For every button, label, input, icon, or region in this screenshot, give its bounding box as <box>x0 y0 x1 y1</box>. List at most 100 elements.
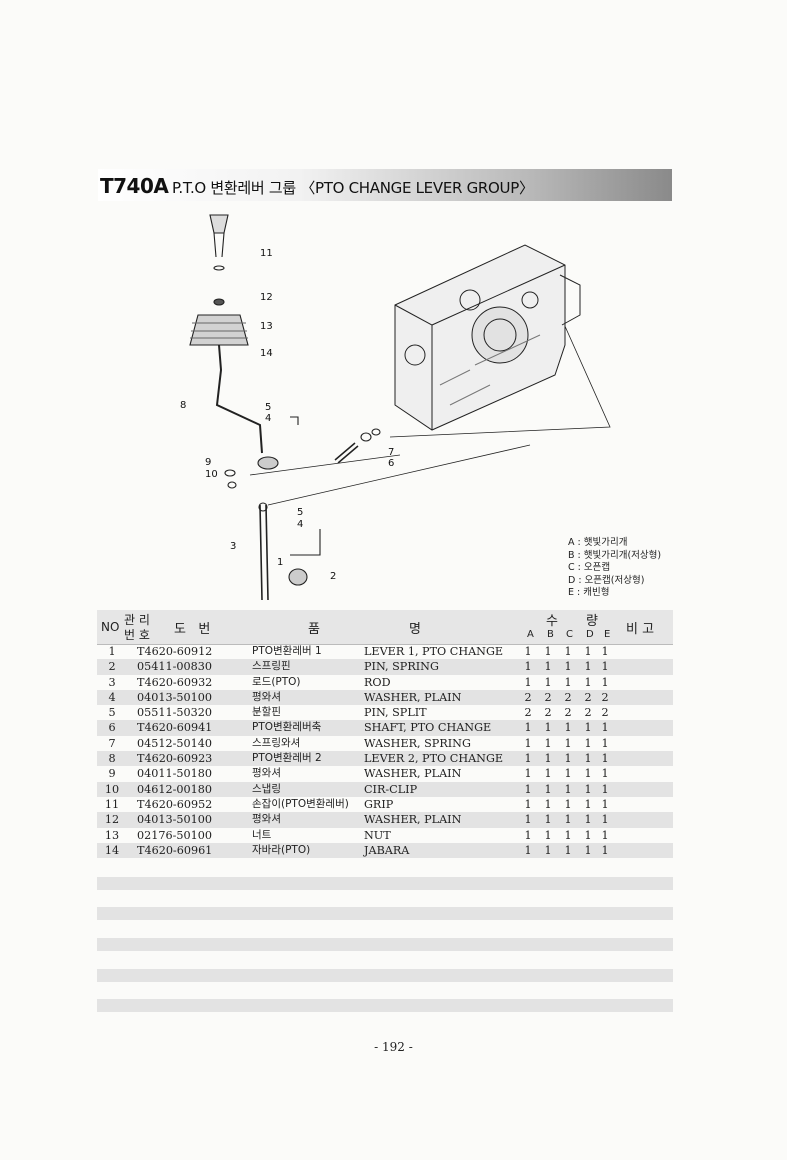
qty-e: 1 <box>601 736 609 750</box>
part-code: 04512-50140 <box>137 736 212 750</box>
callout-1: 1 <box>277 557 283 568</box>
part-no: 9 <box>108 767 116 781</box>
part-no: 13 <box>104 828 120 842</box>
part-name-korean: 스냅링 <box>252 782 281 795</box>
blank-row <box>97 969 673 982</box>
qty-d: 1 <box>584 828 592 842</box>
part-no: 5 <box>108 706 116 720</box>
part-name-english: ROD <box>364 675 391 689</box>
jabara-part <box>189 314 249 346</box>
part-code: 05411-00830 <box>137 660 212 674</box>
model-code: T740A <box>100 174 169 198</box>
qty-a: 2 <box>524 690 532 704</box>
part-name-korean: 로드(PTO) <box>252 675 301 688</box>
qty-a: 1 <box>524 767 532 781</box>
qty-c: 1 <box>564 645 572 658</box>
part-name-korean: 너트 <box>252 828 272 841</box>
variant-legend: A : 햇빛가리개 B : 햇빛가리개(저상형) C : 오픈캡 D : 오픈캡… <box>568 537 661 600</box>
qty-c: 1 <box>564 813 572 827</box>
part-code: 04013-50100 <box>137 690 212 704</box>
qty-b: 1 <box>544 828 552 842</box>
legend-item-d: D : 오픈캡(저상형) <box>568 574 645 586</box>
part-no: 1 <box>108 645 116 658</box>
legend-item-e: E : 캐빈형 <box>568 587 610 599</box>
qty-a: 1 <box>524 721 532 735</box>
qty-a: 1 <box>524 752 532 766</box>
transmission-case <box>394 244 581 431</box>
qty-e: 1 <box>601 752 609 766</box>
callout-13: 13 <box>260 321 273 332</box>
callout-7: 7 <box>388 447 394 458</box>
part-name-english: NUT <box>364 828 391 842</box>
part-no: 3 <box>108 675 116 689</box>
part-code: 04612-00180 <box>137 782 212 796</box>
header-banner <box>98 169 672 201</box>
col-mgmt-bottom: 번 호 <box>124 628 150 642</box>
qty-b: 1 <box>544 721 552 735</box>
part-name-english: WASHER, PLAIN <box>364 767 462 781</box>
part-code: 04013-50100 <box>137 813 212 827</box>
part-name-english: LEVER 2, PTO CHANGE <box>364 752 504 766</box>
part-name-korean: 손잡이(PTO변환레버) <box>252 797 349 810</box>
callout-14: 14 <box>260 348 273 359</box>
qty-e: 1 <box>601 843 609 857</box>
part-name-english: WASHER, PLAIN <box>364 813 462 827</box>
qty-b: 2 <box>544 706 552 720</box>
qty-e: 2 <box>601 690 609 704</box>
part-name-korean: 평와셔 <box>252 690 281 703</box>
col-name-a: 품 <box>308 622 320 637</box>
qty-d: 1 <box>584 721 592 735</box>
part-name-english: WASHER, SPRING <box>364 736 471 750</box>
qty-d: 1 <box>584 813 592 827</box>
qty-b: 1 <box>544 813 552 827</box>
legend-item-a: A : 햇빛가리개 <box>568 537 628 548</box>
qty-c: 1 <box>564 736 572 750</box>
col-drawing: 도 번 <box>174 622 211 637</box>
blank-row <box>97 999 673 1012</box>
grip-part <box>209 214 229 234</box>
qty-d: 1 <box>584 782 592 796</box>
qty-b: 1 <box>544 752 552 766</box>
qty-d: 2 <box>584 706 592 720</box>
qty-d: 1 <box>584 843 592 857</box>
col-qty-a-label: A <box>527 629 534 640</box>
qty-c: 2 <box>564 690 572 704</box>
qty-e: 1 <box>601 660 609 674</box>
qty-a: 1 <box>524 813 532 827</box>
qty-e: 1 <box>601 797 609 811</box>
qty-c: 1 <box>564 767 572 781</box>
part-name-english: CIR-CLIP <box>364 782 418 796</box>
qty-a: 2 <box>524 706 532 720</box>
part-code: T4620-60912 <box>137 645 213 658</box>
col-name-b: 명 <box>409 622 421 637</box>
col-qty-e-label: E <box>604 629 611 640</box>
qty-a: 1 <box>524 645 532 658</box>
qty-e: 1 <box>601 645 609 658</box>
qty-e: 1 <box>601 767 609 781</box>
qty-b: 1 <box>544 843 552 857</box>
part-name-english: WASHER, PLAIN <box>364 690 462 704</box>
part-name-english: LEVER 1, PTO CHANGE <box>364 645 504 658</box>
part-no: 11 <box>104 797 120 811</box>
part-code: 02176-50100 <box>137 828 212 842</box>
part-name-korean: 평와셔 <box>252 767 281 780</box>
part-code: T4620-60932 <box>137 675 213 689</box>
qty-a: 1 <box>524 660 532 674</box>
callout-3: 3 <box>230 541 236 552</box>
callout-4b: 4 <box>297 519 303 530</box>
qty-b: 2 <box>544 690 552 704</box>
page-number: - 192 - <box>374 1040 413 1054</box>
qty-d: 1 <box>584 645 592 658</box>
callout-11: 11 <box>260 248 273 259</box>
part-no: 8 <box>108 752 116 766</box>
col-qty-b: 량 <box>586 614 598 629</box>
blank-row <box>97 938 673 951</box>
qty-e: 1 <box>601 721 609 735</box>
col-qty-d-label: D <box>586 629 594 640</box>
callout-2: 2 <box>330 571 336 582</box>
